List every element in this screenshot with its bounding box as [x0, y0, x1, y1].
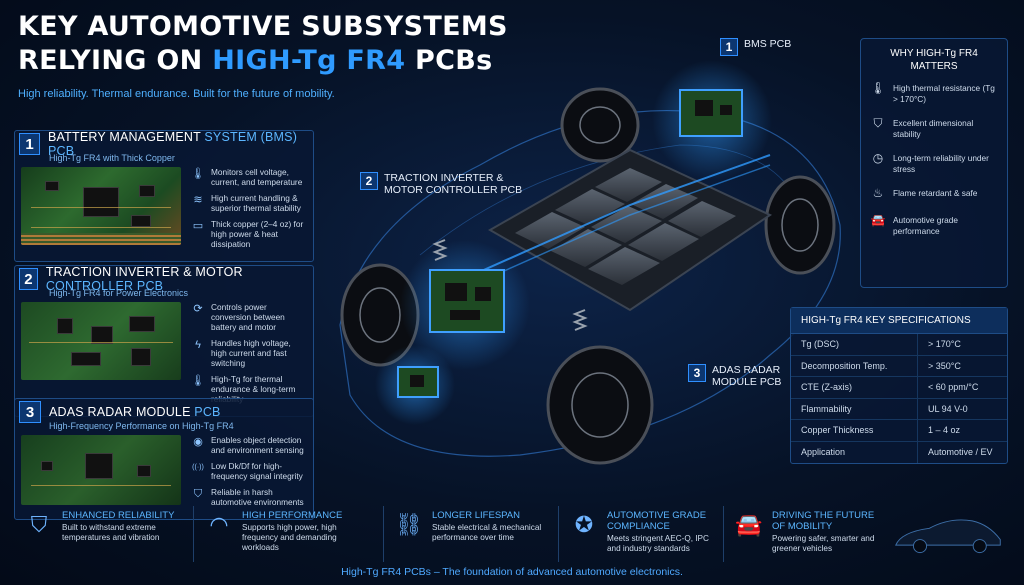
- feature-item: ▭Thick copper (2–4 oz) for high power & …: [192, 219, 304, 249]
- layers-icon: ≋: [193, 194, 203, 206]
- adas-pcb-module: [397, 366, 439, 398]
- panel-adas: 3 ADAS RADAR MODULE PCB High-Frequency P…: [14, 398, 314, 520]
- panel-subtitle: High-Tg FR4 for Power Electronics: [49, 288, 189, 298]
- panel-title: TRACTION INVERTER & MOTOR CONTROLLER PCB: [45, 265, 243, 293]
- panel-inverter: 2 TRACTION INVERTER & MOTOR CONTROLLER P…: [14, 265, 314, 417]
- feature-item: 🌡Monitors cell voltage, current, and tem…: [191, 167, 303, 187]
- title-line2-prefix: RELYING ON: [18, 45, 213, 76]
- flame-icon: ♨: [872, 186, 884, 200]
- bms-pcb-module: [679, 89, 743, 137]
- panel-number: 1: [19, 133, 40, 155]
- battery-cells: [515, 168, 736, 285]
- why-item: 🚘Automotive grade performance: [870, 213, 959, 236]
- page-title: KEY AUTOMOTIVE SUBSYSTEMS RELYING ON HIG…: [18, 10, 538, 78]
- shield-icon: ⛉: [193, 488, 203, 500]
- inverter-pcb-image: [21, 302, 181, 380]
- radar-icon: ◉: [193, 436, 203, 448]
- bms-pcb-image: [21, 167, 181, 245]
- title-line2-suffix: PCBs: [405, 45, 493, 76]
- table-row: CTE (Z-axis)< 60 ppm/°C: [791, 377, 1007, 399]
- car-silhouette-icon: [895, 519, 1001, 554]
- thermometer-icon: 🌡: [191, 375, 205, 387]
- feature-item: ((·))Low Dk/Df for high-frequency signal…: [192, 461, 303, 481]
- page-subtitle: High reliability. Thermal endurance. Bui…: [18, 88, 335, 100]
- inverter-pcb-module: [429, 269, 505, 333]
- panel-subtitle: High-Tg FR4 with Thick Copper: [49, 153, 175, 163]
- car-icon: 🚘: [735, 512, 763, 537]
- why-item: ⛉Excellent dimensional stability: [869, 116, 999, 140]
- shield-check-icon: ⛉: [30, 512, 48, 537]
- panel-title: BATTERY MANAGEMENT SYSTEM (BMS) PCB: [48, 130, 298, 158]
- panel-title: ADAS RADAR MODULE PCB: [49, 405, 221, 419]
- footer-tagline: High-Tg FR4 PCBs – The foundation of adv…: [341, 566, 683, 578]
- car-icon: 🚘: [870, 213, 886, 227]
- thermometer-icon: 🌡: [191, 168, 205, 180]
- title-line1: KEY AUTOMOTIVE SUBSYSTEMS: [18, 11, 508, 42]
- panel-number: 2: [19, 268, 38, 290]
- panel-bms: 1 BATTERY MANAGEMENT SYSTEM (BMS) PCB Hi…: [14, 130, 314, 262]
- copper-icon: ▭: [192, 220, 204, 232]
- cycle-icon: ⟳: [193, 303, 203, 315]
- feature-item: ⟳Controls power conversion between batte…: [191, 302, 307, 332]
- clock-icon: ◷: [872, 151, 884, 165]
- spec-table: HIGH-Tg FR4 KEY SPECIFICATIONS Tg (DSC)>…: [790, 307, 1008, 464]
- suspension-spring: [432, 239, 588, 331]
- chain-link-icon: ⛓: [395, 512, 423, 537]
- ev-chassis-illustration: [339, 60, 841, 465]
- why-item: ♨Flame retardant & safe: [869, 186, 999, 202]
- signal-icon: ((·)): [192, 464, 204, 471]
- panel-subtitle: High-Frequency Performance on High-Tg FR…: [49, 421, 234, 431]
- callout-bms: 1 BMS PCB: [720, 38, 791, 56]
- spec-title: HIGH-Tg FR4 KEY SPECIFICATIONS: [791, 308, 1007, 334]
- wheel: [340, 87, 836, 465]
- table-row: Tg (DSC)> 170°C: [791, 334, 1007, 356]
- award-icon: ✪: [574, 512, 594, 537]
- title-line2-highlight: HIGH-Tg FR4: [212, 45, 406, 76]
- adas-pcb-image: [21, 435, 181, 505]
- why-item: 🌡High thermal resistance (Tg > 170°C): [870, 81, 995, 104]
- panel-number: 3: [19, 401, 41, 423]
- speedometer-icon: ◠: [209, 512, 229, 537]
- lightning-icon: ϟ: [195, 339, 201, 351]
- feature-item: ◉Enables object detection and environmen…: [191, 435, 307, 455]
- thermometer-icon: 🌡: [870, 81, 886, 95]
- why-item: ◷Long-term reliability under stress: [869, 151, 999, 175]
- table-row: Decomposition Temp.> 350°C: [791, 355, 1007, 377]
- callout-inverter: 2 TRACTION INVERTER &MOTOR CONTROLLER PC…: [360, 172, 522, 196]
- feature-item: ⛉Reliable in harsh automotive environmen…: [191, 487, 307, 507]
- feature-item: ≋High current handling & superior therma…: [191, 193, 307, 213]
- shield-check-icon: ⛉: [873, 116, 883, 130]
